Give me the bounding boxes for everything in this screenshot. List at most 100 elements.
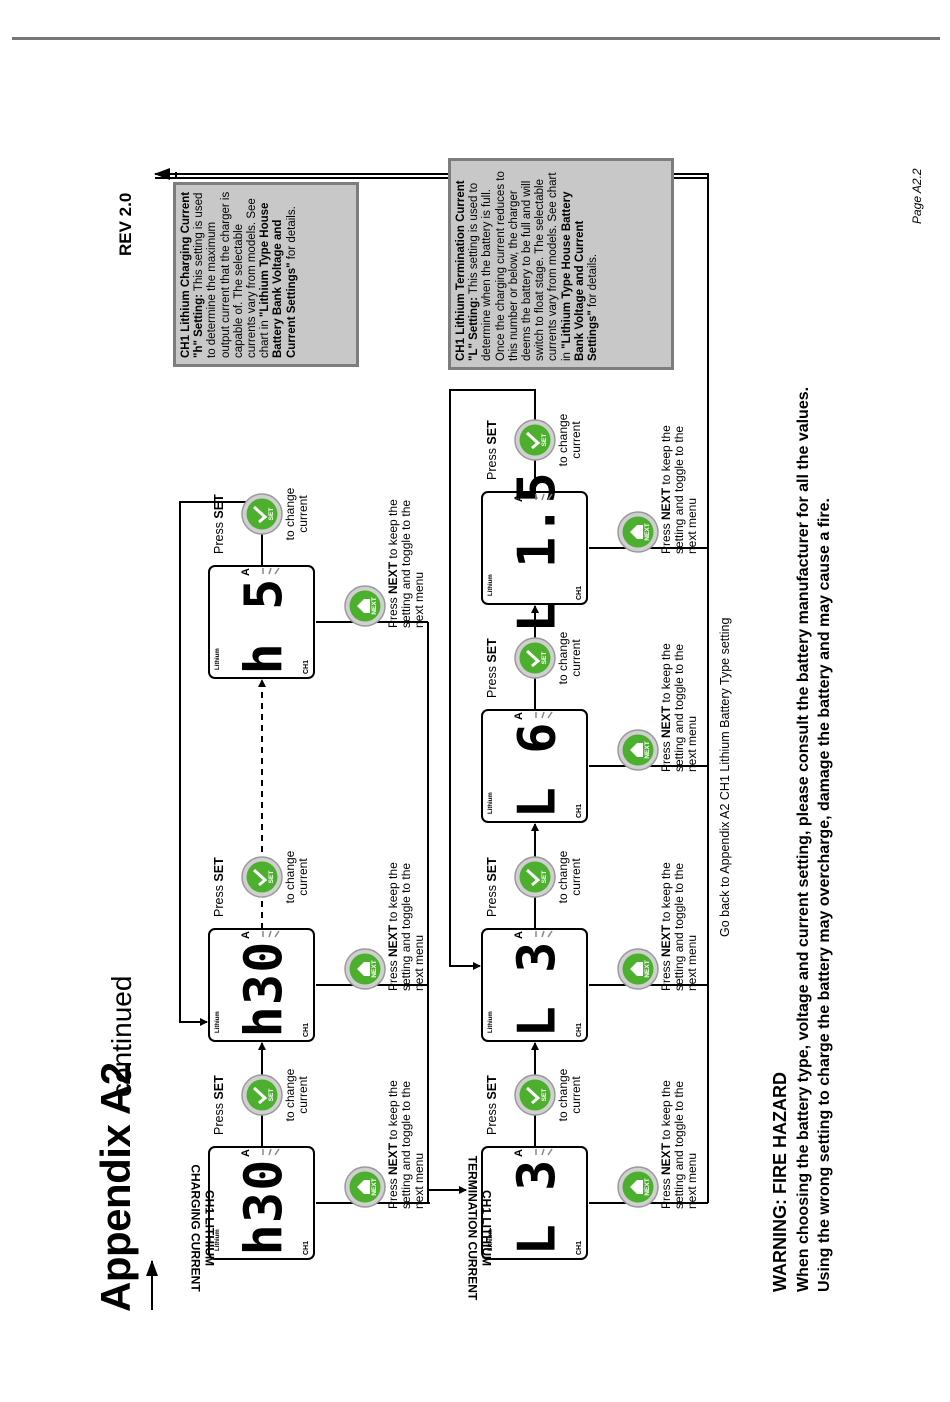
go-back-note: Go back to Appendix A2 CH1 Lithium Batte… bbox=[718, 617, 732, 937]
lcd-channel-label: CH1 bbox=[576, 804, 583, 818]
lcd-unit: A bbox=[513, 712, 525, 720]
lcd-channel-label: CH1 bbox=[576, 1241, 583, 1255]
set-button[interactable]: SET bbox=[514, 856, 556, 898]
blink-mark bbox=[541, 1148, 545, 1156]
section-label-termination: CH1 LITHIUM TERMINATION CURRENT bbox=[465, 1148, 494, 1308]
next-line1-a: Press bbox=[659, 519, 673, 554]
lcd-frame bbox=[481, 928, 588, 1042]
next-button[interactable]: NEXT bbox=[344, 948, 386, 990]
button-label: SET bbox=[268, 871, 275, 884]
blink-mark bbox=[268, 567, 272, 575]
lcd-value: L 6 bbox=[508, 722, 568, 819]
lcd-value: h30 bbox=[235, 1159, 295, 1256]
home-icon bbox=[630, 1180, 643, 1194]
warning-line-1: When choosing the battery type, voltage … bbox=[795, 386, 812, 1292]
to-change-line2: current bbox=[296, 1076, 310, 1114]
blink-mark bbox=[268, 1148, 272, 1156]
revision-label: REV 2.0 bbox=[116, 192, 135, 256]
lcd-frame bbox=[481, 491, 588, 605]
set-button[interactable]: SET bbox=[241, 493, 283, 535]
blink-mark bbox=[541, 711, 545, 719]
press-word: Press bbox=[485, 1103, 499, 1135]
lcd-frame bbox=[481, 1146, 588, 1260]
next-button[interactable]: NEXT bbox=[617, 511, 659, 553]
set-button[interactable]: SET bbox=[241, 1074, 283, 1116]
set-button[interactable]: SET bbox=[241, 856, 283, 898]
button-label: SET bbox=[268, 1089, 275, 1102]
lcd-lithium-label: Lithium bbox=[488, 574, 494, 596]
button-label: SET bbox=[541, 1089, 548, 1102]
to-change-line2: current bbox=[569, 421, 583, 459]
next-button[interactable]: NEXT bbox=[617, 1166, 659, 1208]
blink-mark bbox=[541, 493, 545, 501]
press-set-text: Press SET bbox=[485, 638, 499, 698]
top-rule bbox=[12, 37, 940, 40]
press-set-text: Press SET bbox=[485, 1075, 499, 1135]
lcd-value: L 1.5 bbox=[508, 471, 568, 633]
set-button[interactable]: SET bbox=[514, 419, 556, 461]
lcd-unit: A bbox=[240, 1149, 252, 1157]
lcd-unit: A bbox=[240, 931, 252, 939]
check-icon bbox=[252, 868, 268, 887]
home-icon bbox=[357, 962, 370, 976]
blink-mark bbox=[547, 1148, 553, 1156]
page-title: Appendix A2 bbox=[92, 1062, 140, 1312]
info-charging-text2: for details. bbox=[285, 206, 298, 263]
next-button[interactable]: NEXT bbox=[344, 1166, 386, 1208]
set-button[interactable]: SET bbox=[514, 637, 556, 679]
next-button[interactable]: NEXT bbox=[344, 585, 386, 627]
blink-mark bbox=[274, 1148, 280, 1156]
button-label: NEXT bbox=[371, 960, 378, 977]
page-title-suffix: continued bbox=[106, 975, 137, 1097]
next-button[interactable]: NEXT bbox=[617, 729, 659, 771]
lcd-value: h 5 bbox=[235, 578, 295, 675]
home-icon bbox=[630, 525, 643, 539]
lcd-unit: A bbox=[513, 494, 525, 502]
press-word: Press bbox=[212, 885, 226, 917]
lcd-unit: A bbox=[513, 931, 525, 939]
lcd-value: L 3 bbox=[508, 941, 568, 1038]
set-button[interactable]: SET bbox=[514, 1074, 556, 1116]
blink-mark bbox=[274, 567, 280, 575]
blink-mark bbox=[547, 711, 553, 719]
set-word: SET bbox=[212, 857, 226, 882]
home-icon bbox=[357, 1180, 370, 1194]
check-icon bbox=[252, 505, 268, 524]
next-line3: next menu bbox=[685, 497, 699, 554]
lcd-channel-label: CH1 bbox=[303, 1241, 310, 1255]
warning-heading: WARNING: FIRE HAZARD bbox=[770, 1072, 790, 1292]
next-line1-b: NEXT bbox=[386, 561, 400, 594]
section-label-charging-line1: CH1 LITHIUM bbox=[202, 1190, 217, 1266]
next-line1-a: Press bbox=[386, 1174, 400, 1209]
to-change-line2: current bbox=[569, 858, 583, 896]
next-line1-c: to keep the bbox=[386, 1080, 400, 1143]
to-change-line2: current bbox=[296, 495, 310, 533]
set-word: SET bbox=[485, 857, 499, 882]
check-icon bbox=[525, 868, 541, 887]
next-line3: next menu bbox=[412, 1152, 426, 1209]
lcd-value: h30 bbox=[235, 941, 295, 1038]
next-line3: next menu bbox=[412, 571, 426, 628]
blink-mark bbox=[268, 930, 272, 938]
next-line1-a: Press bbox=[659, 1174, 673, 1209]
next-line1-b: NEXT bbox=[659, 705, 673, 738]
lcd-value: L 3 bbox=[508, 1159, 568, 1256]
press-word: Press bbox=[485, 885, 499, 917]
press-set-text: Press SET bbox=[212, 1075, 226, 1135]
set-word: SET bbox=[212, 1075, 226, 1100]
button-label: NEXT bbox=[371, 597, 378, 614]
next-button[interactable]: NEXT bbox=[617, 948, 659, 990]
lcd-channel-label: CH1 bbox=[303, 1023, 310, 1037]
lcd-lithium-label: Lithium bbox=[215, 648, 221, 670]
next-line1-b: NEXT bbox=[386, 924, 400, 957]
